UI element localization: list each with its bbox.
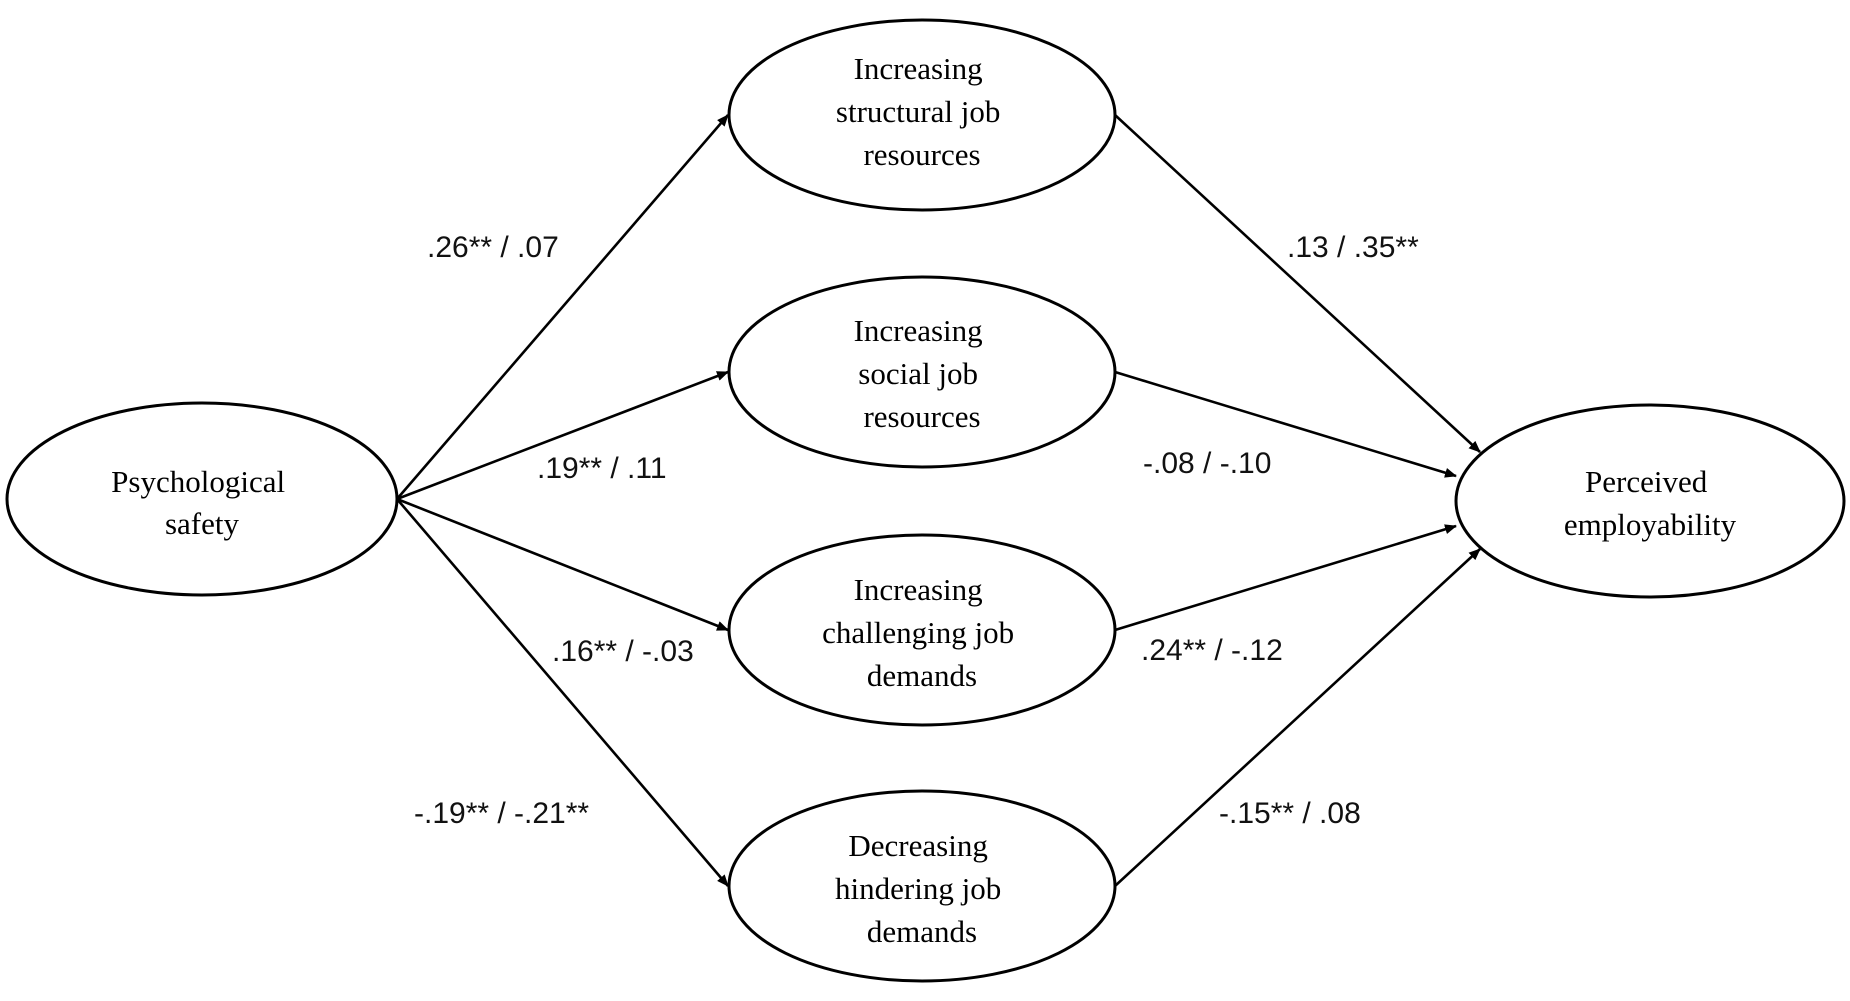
edge-structural-to-employability bbox=[1114, 114, 1481, 453]
node-social-line-3: resources bbox=[863, 399, 980, 434]
node-psychological-safety-ellipse bbox=[5, 401, 399, 597]
edge-psych-safety-to-structural bbox=[396, 114, 729, 500]
node-hindering-job-demands-ellipse bbox=[727, 789, 1117, 983]
node-hindering-job-demands: Decreasing hindering job demands bbox=[727, 789, 1117, 983]
node-structural-line-1: Increasing bbox=[854, 51, 983, 86]
node-employability-line-1: Perceived bbox=[1585, 464, 1708, 499]
node-challenging-job-demands-ellipse bbox=[727, 533, 1117, 727]
node-social-job-resources-ellipse bbox=[727, 275, 1117, 469]
edge-psych-safety-to-challenging bbox=[396, 497, 729, 632]
edge-labels: .26** / .07 .19** / .11 .16** / -.03 -.1… bbox=[414, 231, 1419, 830]
edge-hindering-to-employability bbox=[1114, 548, 1481, 887]
edge-label-hindering-pe: -.15** / .08 bbox=[1219, 797, 1361, 830]
edge-label-ps-hindering: -.19** / -.21** bbox=[414, 797, 589, 830]
edge-label-social-pe: -.08 / -.10 bbox=[1143, 447, 1271, 480]
edge-label-challenging-pe: .24** / -.12 bbox=[1141, 634, 1283, 667]
node-structural-job-resources-label: Increasing structural job resources bbox=[836, 51, 1008, 172]
edge-label-ps-social: .19** / .11 bbox=[537, 452, 667, 485]
node-challenging-line-2: challenging job bbox=[822, 615, 1014, 650]
edge-social-to-employability bbox=[1114, 370, 1457, 478]
node-hindering-line-2: hindering job bbox=[835, 871, 1001, 906]
edge-label-ps-challenging: .16** / -.03 bbox=[552, 635, 694, 668]
node-psychological-safety-line-1: Psychological bbox=[111, 464, 285, 499]
node-challenging-line-1: Increasing bbox=[854, 572, 983, 607]
edge-psych-safety-to-social bbox=[396, 370, 729, 501]
edge-challenging-to-employability bbox=[1114, 524, 1457, 632]
node-challenging-line-3: demands bbox=[867, 658, 977, 693]
node-structural-line-2: structural job bbox=[836, 94, 1000, 129]
edge-psych-safety-to-hindering bbox=[396, 498, 729, 887]
node-hindering-line-1: Decreasing bbox=[848, 828, 987, 863]
node-structural-job-resources-ellipse bbox=[727, 18, 1117, 212]
node-perceived-employability-label: Perceived employability bbox=[1564, 464, 1737, 542]
node-social-line-1: Increasing bbox=[854, 313, 983, 348]
node-perceived-employability: Perceived employability bbox=[1454, 403, 1846, 599]
node-structural-job-resources: Increasing structural job resources bbox=[727, 18, 1117, 212]
node-social-line-2: social job bbox=[858, 356, 978, 391]
edge-label-structural-pe: .13 / .35** bbox=[1287, 231, 1419, 264]
node-social-job-resources: Increasing social job resources bbox=[727, 275, 1117, 469]
node-psychological-safety-label: Psychological safety bbox=[111, 464, 293, 541]
node-employability-line-2: employability bbox=[1564, 507, 1737, 542]
node-social-job-resources-label: Increasing social job resources bbox=[854, 313, 991, 434]
node-hindering-line-3: demands bbox=[867, 914, 977, 949]
node-hindering-job-demands-label: Decreasing hindering job demands bbox=[835, 828, 1009, 949]
node-challenging-job-demands: Increasing challenging job demands bbox=[727, 533, 1117, 727]
node-structural-line-3: resources bbox=[863, 137, 980, 172]
edge-label-ps-structural: .26** / .07 bbox=[427, 231, 559, 264]
node-challenging-job-demands-label: Increasing challenging job demands bbox=[822, 572, 1022, 693]
edges bbox=[396, 114, 1481, 887]
node-psychological-safety-line-2: safety bbox=[165, 506, 240, 541]
node-psychological-safety: Psychological safety bbox=[5, 401, 399, 597]
node-perceived-employability-ellipse bbox=[1454, 403, 1846, 599]
